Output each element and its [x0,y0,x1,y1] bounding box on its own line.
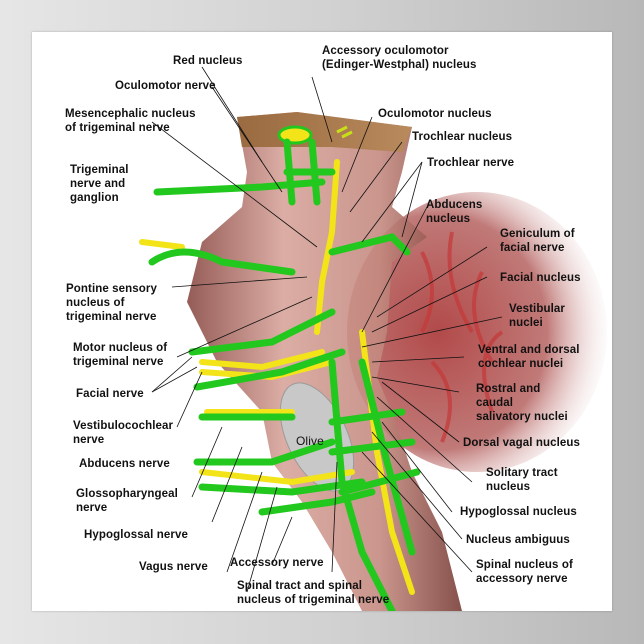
label-spinal-nucleus-accessory: Spinal nucleus of accessory nerve [476,559,573,585]
leader-lines [151,66,503,593]
label-oculomotor-nucleus: Oculomotor nucleus [378,108,492,120]
label-nucleus-ambiguus: Nucleus ambiguus [466,534,570,546]
label-glossopharyngeal-nerve: Glossopharyngeal nerve [76,488,178,514]
cerebellum [347,192,607,472]
label-red-nucleus: Red nucleus [173,55,243,67]
label-hypoglossal-nucleus: Hypoglossal nucleus [460,506,577,518]
label-vestibular-nuclei: Vestibular nuclei [509,303,565,329]
label-oculomotor-nerve: Oculomotor nerve [115,80,216,92]
label-facial-nucleus: Facial nucleus [500,272,581,284]
label-facial-nerve: Facial nerve [76,388,144,400]
label-vagus-nerve: Vagus nerve [139,561,208,573]
label-trochlear-nerve: Trochlear nerve [427,157,515,169]
label-cochlear-nuclei: Ventral and dorsal cochlear nuclei [478,344,580,370]
label-geniculum-facial-nerve: Geniculum of facial nerve [500,228,575,254]
brainstem-illustration [139,66,607,611]
label-spinal-tract-trigeminal: Spinal tract and spinal nucleus of trige… [237,580,390,606]
label-hypoglossal-nerve: Hypoglossal nerve [84,529,188,541]
label-solitary-tract-nucleus: Solitary tract nucleus [486,467,558,493]
label-accessory-nerve: Accessory nerve [230,557,324,569]
label-trigeminal-nerve-ganglion: Trigeminal nerve and ganglion [70,164,129,204]
label-vestibulocochlear-nerve: Vestibulocochlear nerve [73,420,174,446]
motor-nerves [148,138,421,611]
label-trochlear-nucleus: Trochlear nucleus [412,131,513,143]
label-dorsal-vagal-nucleus: Dorsal vagal nucleus [463,437,581,449]
label-olive: Olive [296,434,324,448]
label-abducens-nerve: Abducens nerve [79,458,170,470]
label-motor-nucleus-trigeminal: Motor nucleus of trigeminal nerve [73,342,168,368]
label-salivatory-nuclei: Rostral and caudal salivatory nuclei [476,383,568,423]
label-abducens-nucleus: Abducens nucleus [426,199,483,225]
anatomy-poster: Red nucleus Oculomotor nerve Mesencephal… [32,32,612,611]
label-pontine-sensory-nucleus: Pontine sensory nucleus of trigeminal ne… [66,283,157,323]
label-accessory-oculomotor-nucleus: Accessory oculomotor (Edinger-Westphal) … [322,45,477,71]
label-mesencephalic-nucleus: Mesencephalic nucleus of trigeminal nerv… [65,108,196,134]
